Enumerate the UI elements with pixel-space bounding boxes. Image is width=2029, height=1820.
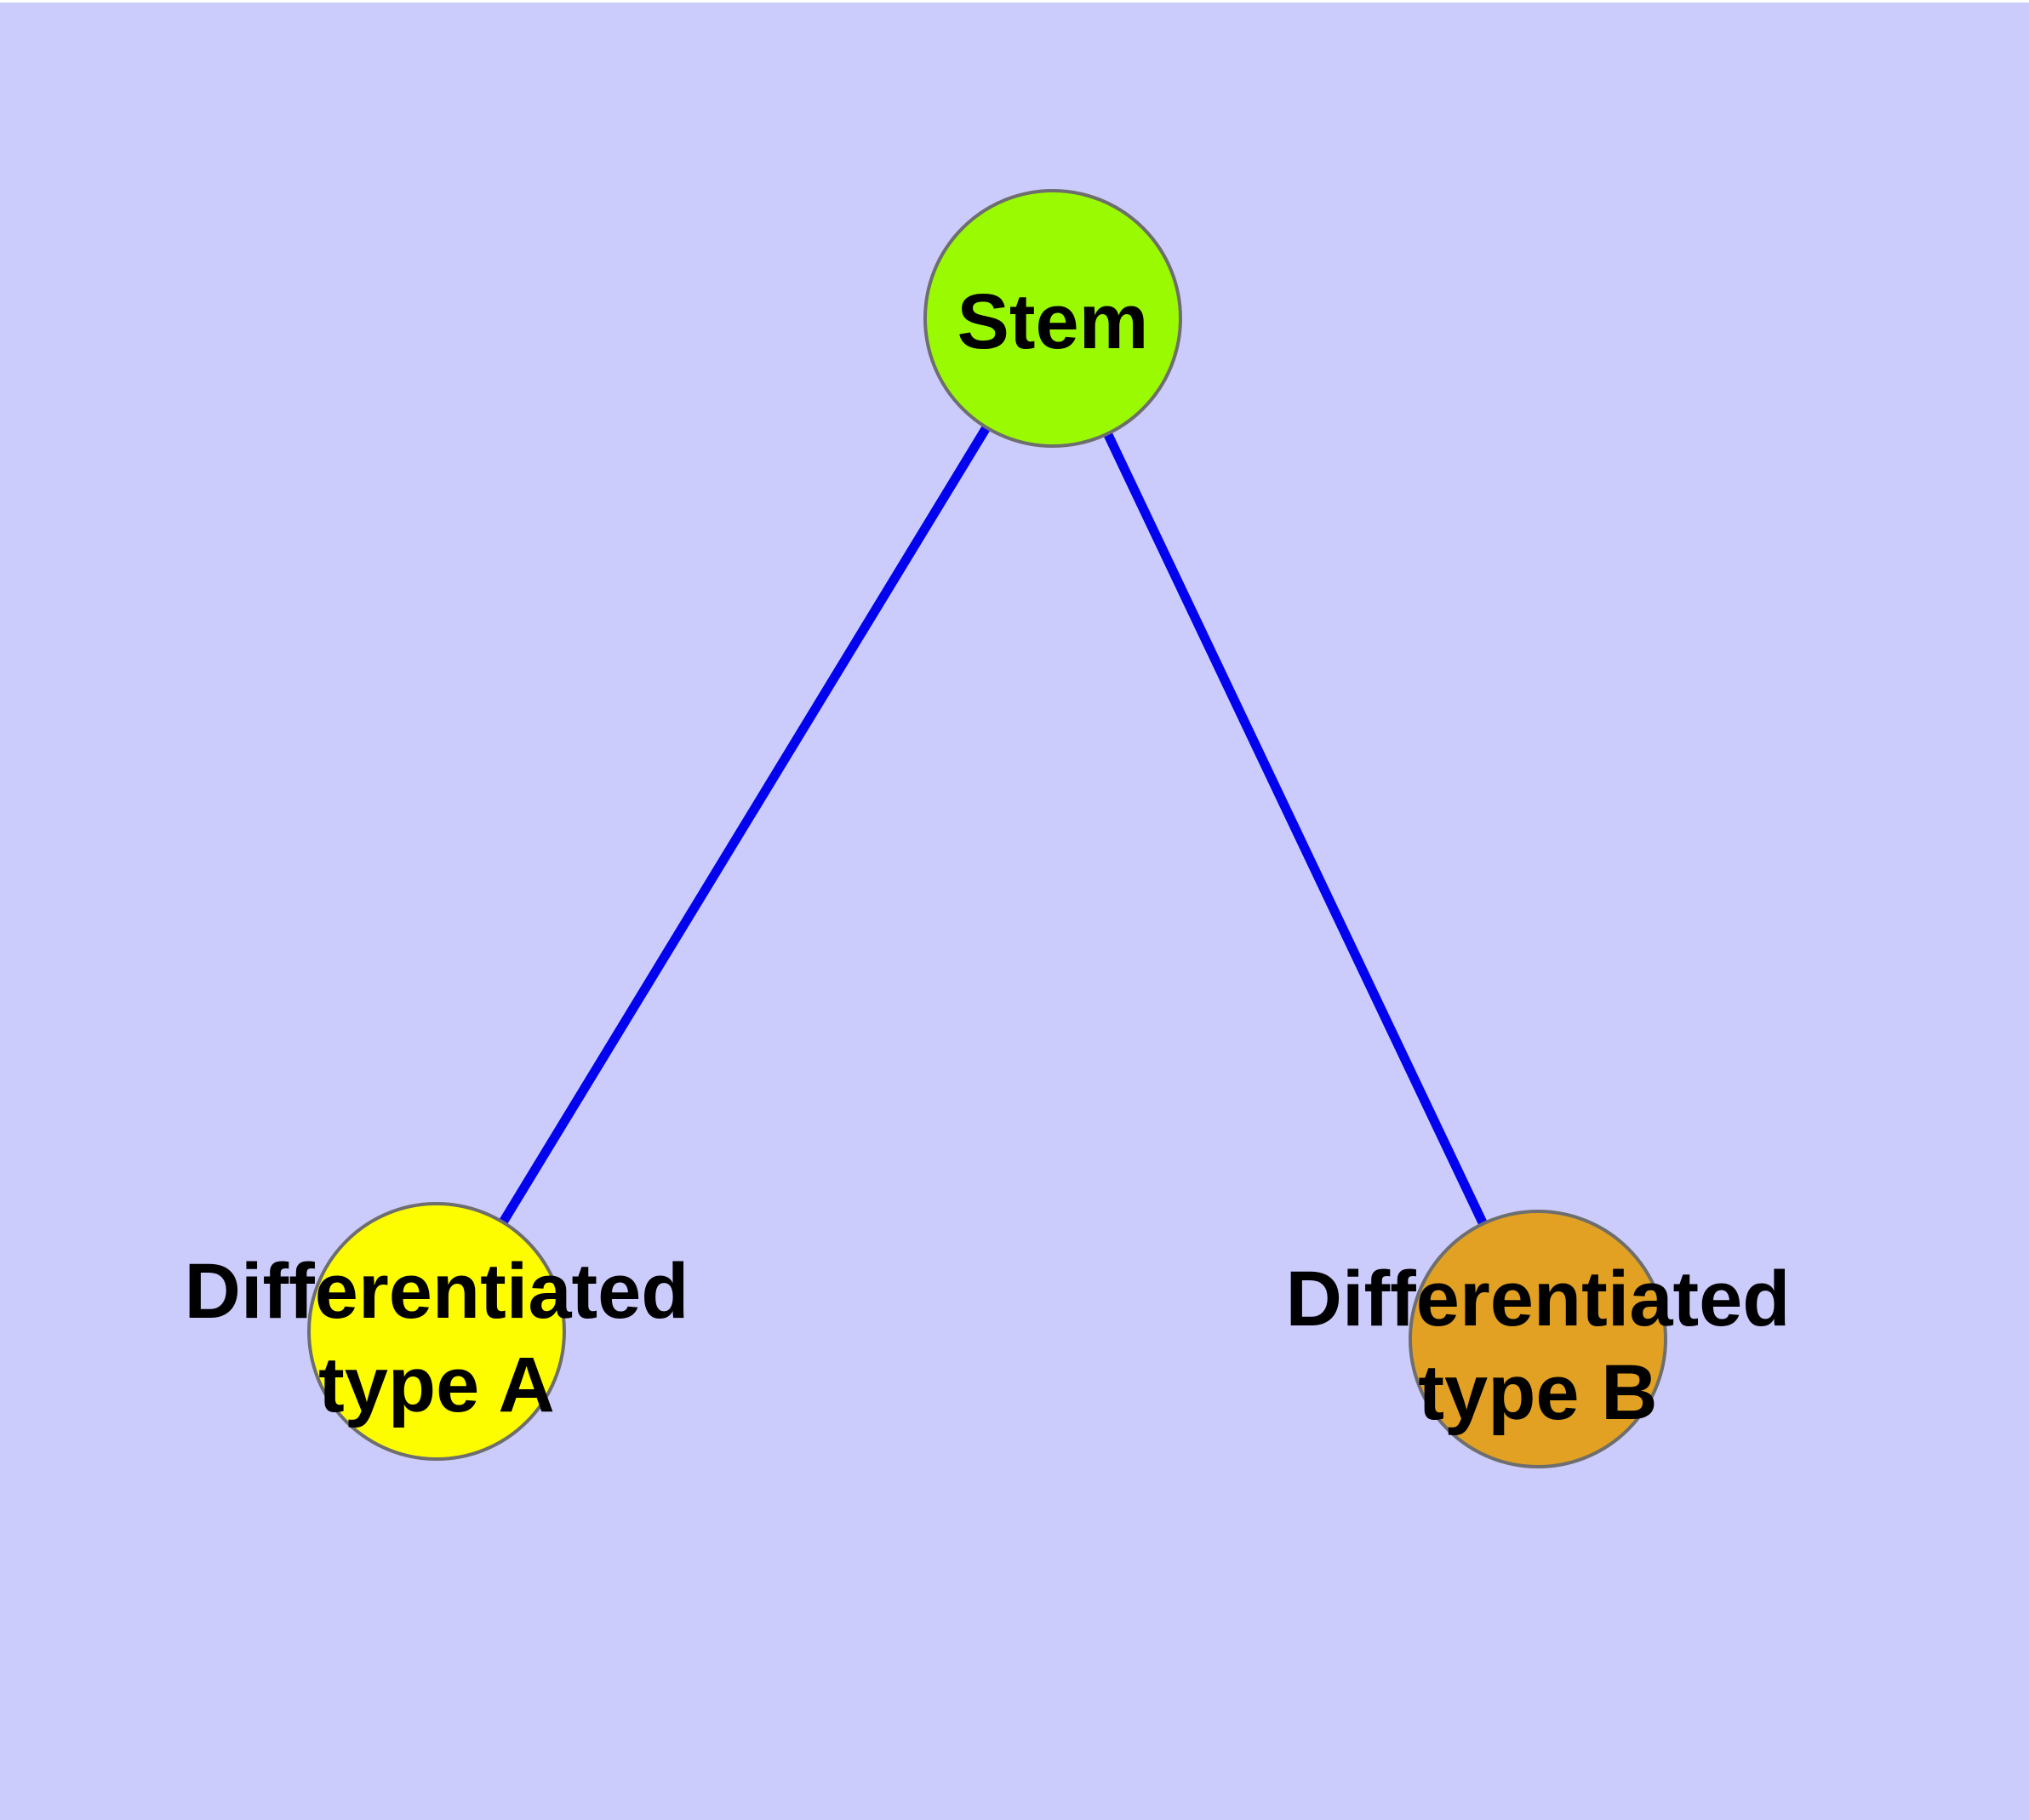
- node-label-type-a-line1: Differentiated: [184, 1248, 689, 1335]
- edge-stem-to-type-b: [1049, 316, 1542, 1342]
- node-label-type-b-line1: Differentiated: [1285, 1256, 1791, 1342]
- node-label-differentiated-type-a: Differentiated type A: [185, 1245, 689, 1432]
- node-stem: [923, 189, 1182, 448]
- node-label-type-a-line2: type A: [318, 1342, 555, 1428]
- node-differentiated-type-a: [307, 1202, 566, 1461]
- node-label-differentiated-type-b: Differentiated type B: [1286, 1252, 1791, 1439]
- node-label-type-b-line2: type B: [1418, 1349, 1658, 1436]
- edge-stem-to-type-a: [432, 316, 1057, 1334]
- node-differentiated-type-b: [1409, 1210, 1667, 1468]
- node-label-stem-line1: Stem: [957, 278, 1149, 365]
- node-label-stem: Stem: [957, 275, 1149, 369]
